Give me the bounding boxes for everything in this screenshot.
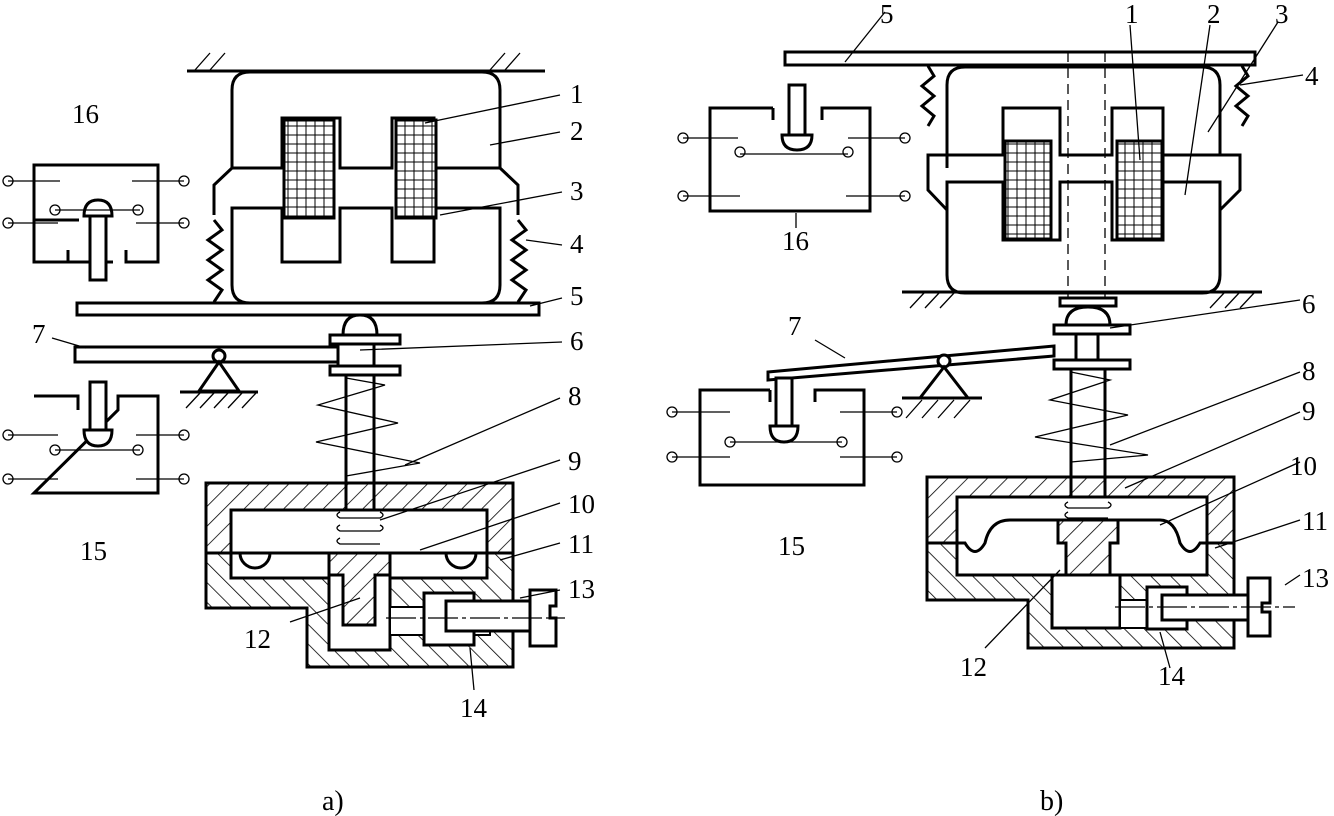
spring-4-right-a — [509, 219, 529, 303]
label-13-b: 13 — [1302, 563, 1329, 593]
label-12-b: 12 — [960, 652, 987, 682]
label-2-b: 2 — [1207, 0, 1221, 29]
label-13-a: 13 — [568, 574, 595, 604]
label-10-b: 10 — [1290, 451, 1317, 481]
coil-left-a — [282, 118, 336, 220]
panel-b — [666, 11, 1304, 669]
label-8-b: 8 — [1302, 356, 1316, 386]
lever-7-a — [73, 345, 340, 364]
label-3-b: 3 — [1275, 0, 1289, 29]
label-1-a: 1 — [570, 79, 584, 109]
label-14-b: 14 — [1158, 661, 1186, 691]
label-7-b: 7 — [788, 311, 802, 341]
coil-right-a — [394, 118, 438, 220]
label-5-b: 5 — [880, 0, 894, 29]
label-8-a: 8 — [568, 381, 582, 411]
label-4-b: 4 — [1305, 61, 1319, 91]
label-10-a: 10 — [568, 489, 595, 519]
label-1-b: 1 — [1125, 0, 1139, 29]
label-2-a: 2 — [570, 116, 584, 146]
label-16-a: 16 — [72, 99, 99, 129]
valve-body-b — [925, 475, 1295, 650]
label-3-a: 3 — [570, 176, 584, 206]
label-12-a: 12 — [244, 624, 271, 654]
switch-15-b — [666, 376, 903, 487]
switch-16-b — [677, 83, 911, 213]
spring-4-left-a — [205, 219, 225, 303]
label-14-a: 14 — [460, 693, 488, 723]
label-15-b: 15 — [778, 531, 805, 561]
caption-a: a) — [322, 786, 344, 816]
label-7-a: 7 — [32, 319, 46, 349]
label-16-b: 16 — [782, 226, 809, 256]
panel-a — [2, 52, 565, 691]
label-5-a: 5 — [570, 281, 584, 311]
label-11-a: 11 — [568, 529, 594, 559]
label-15-a: 15 — [80, 536, 107, 566]
plate-5-a — [75, 301, 541, 317]
label-6-b: 6 — [1302, 289, 1316, 319]
label-9-b: 9 — [1302, 396, 1316, 426]
static-core-a — [230, 70, 502, 170]
label-4-a: 4 — [570, 229, 584, 259]
label-11-b: 11 — [1302, 506, 1328, 536]
caption-b: b) — [1040, 786, 1063, 816]
ground-top-a — [187, 52, 545, 73]
plate-5-b — [783, 50, 1257, 67]
label-6-a: 6 — [570, 326, 584, 356]
switch-15-a — [2, 380, 190, 495]
switch-16-a — [2, 163, 190, 282]
armature-a — [230, 206, 502, 305]
label-9-a: 9 — [568, 446, 582, 476]
